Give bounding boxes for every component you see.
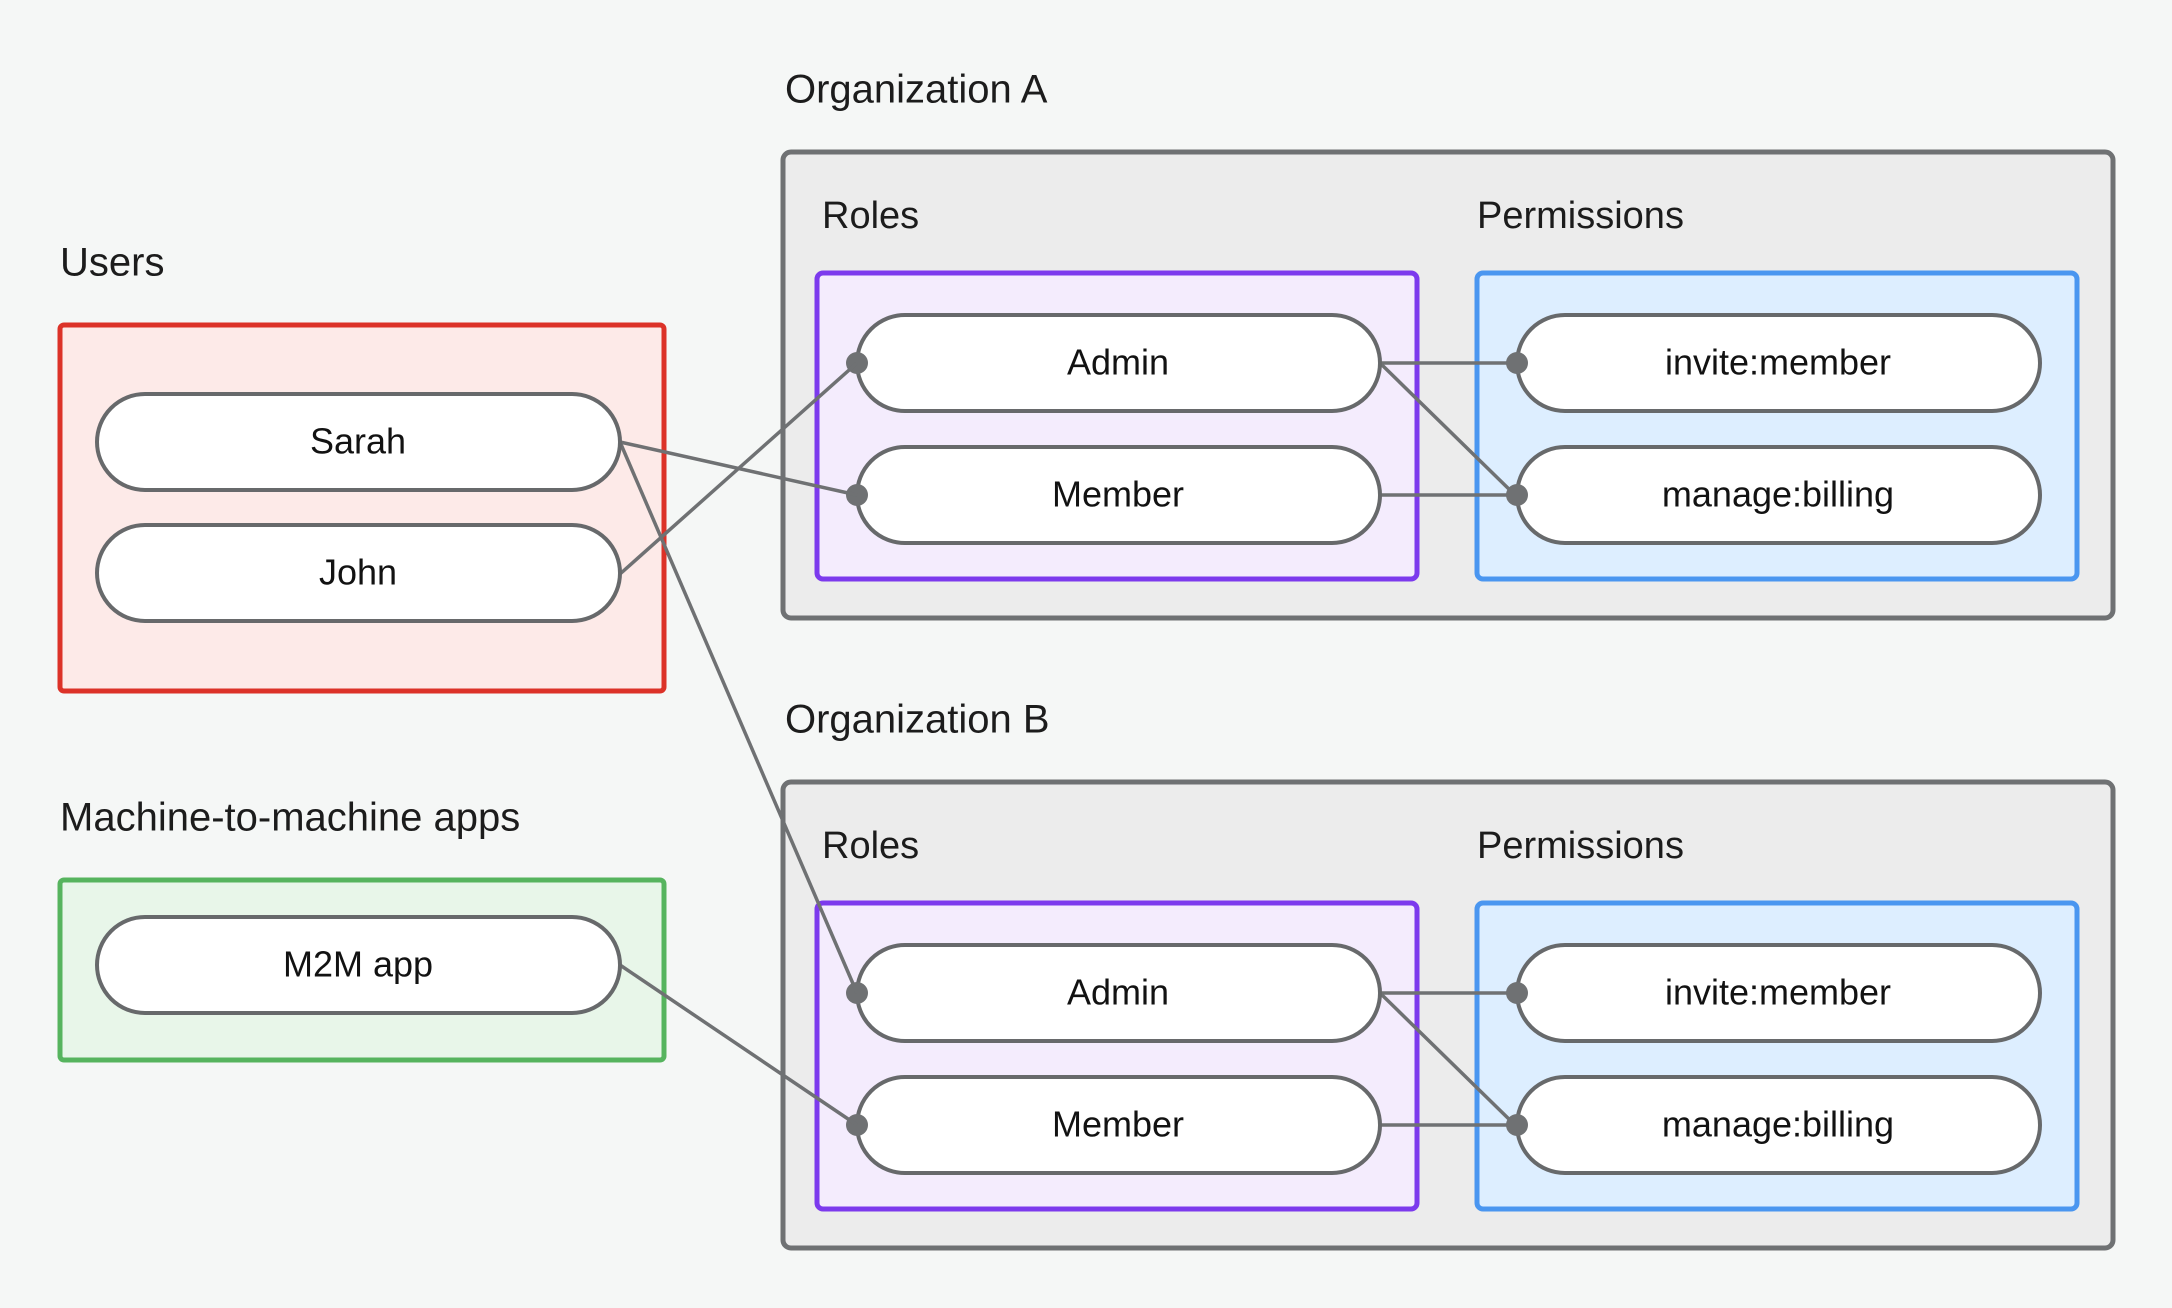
m2m-app-label: M2M app (283, 944, 433, 985)
org-b-permission-invite-member-label: invite:member (1665, 972, 1891, 1013)
org-a-roles-label: Roles (822, 195, 919, 237)
dot-org-a-billing-in (1506, 484, 1528, 506)
edge-john-to-org-a-admin (618, 361, 859, 576)
dot-org-a-invite-in (1506, 352, 1528, 374)
org-a-permission-manage-billing-label: manage:billing (1662, 474, 1894, 515)
edge-org-b-admin-to-billing (1378, 991, 1517, 1127)
org-a-permissions-label: Permissions (1477, 195, 1684, 237)
edge-m2m-to-org-b-member (619, 963, 858, 1127)
dot-org-b-invite-in (1506, 982, 1528, 1004)
org-b-role-admin-label: Admin (1067, 972, 1169, 1013)
users-title: Users (60, 241, 164, 285)
m2m-app-node[interactable] (95, 915, 622, 1015)
m2m-title: Machine-to-machine apps (60, 796, 520, 840)
dot-org-b-billing-in (1506, 1114, 1528, 1136)
org-b-permission-manage-billing-label: manage:billing (1662, 1104, 1894, 1145)
edge-org-a-admin-to-billing (1378, 361, 1517, 497)
org-a-role-member-label: Member (1052, 474, 1184, 515)
org-a-permission-invite-member-label: invite:member (1665, 342, 1891, 383)
org-a-title: Organization A (785, 68, 1048, 112)
org-b-title: Organization B (785, 698, 1050, 742)
user-sarah[interactable] (95, 392, 622, 492)
org-b-permissions-label: Permissions (1477, 825, 1684, 867)
user-john[interactable] (95, 523, 622, 623)
user-john-label: John (319, 552, 397, 593)
edge-sarah-to-org-b-admin (618, 441, 859, 994)
org-a-role-admin-label: Admin (1067, 342, 1169, 383)
users-container (57, 322, 667, 694)
org-b-roles-label: Roles (822, 825, 919, 867)
org-b-role-member-label: Member (1052, 1104, 1184, 1145)
user-sarah-label: Sarah (310, 421, 406, 462)
